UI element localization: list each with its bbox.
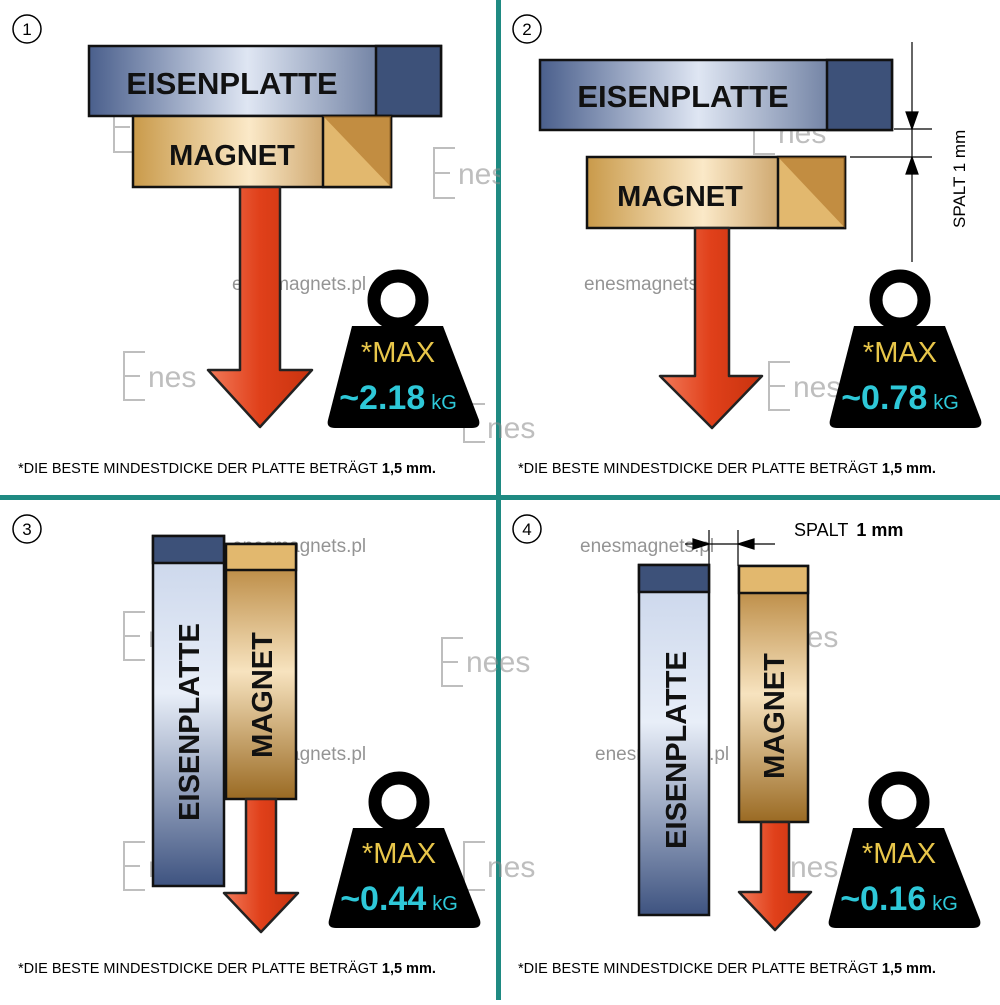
panel-2: nes nes nes enesmagnets.pl 2 EISENPLATTE: [484, 0, 1000, 500]
magnet: MAGNET: [585, 155, 847, 230]
step-number: 1: [22, 20, 31, 39]
magnet: MAGNET: [224, 542, 298, 801]
logo-watermark: nes: [463, 841, 535, 891]
panel-1-figure: nes nes nes nes enesmagnets.pl 1 EISENP: [12, 14, 535, 477]
gap-dimension: [850, 42, 932, 262]
svg-text:nes: nes: [790, 851, 838, 884]
svg-text:nes: nes: [487, 412, 500, 445]
magnet: MAGNET: [737, 564, 810, 824]
url-watermark: enesmagnets.pl: [580, 536, 714, 557]
svg-text:nes: nes: [466, 646, 500, 679]
step-number-circle: [512, 514, 542, 544]
magnet-label: MAGNET: [169, 140, 295, 172]
vertical-divider: [496, 0, 501, 1000]
step-number: 2: [522, 20, 531, 39]
plate-label: EISENPLATTE: [126, 66, 337, 101]
gap-label: SPALT 1 mm: [950, 130, 969, 228]
magnet-label: MAGNET: [247, 632, 279, 758]
force-arrow: [206, 185, 314, 429]
footnote: *DIE BESTE MINDESTDICKE DER PLATTE BETRÄ…: [518, 960, 936, 977]
plate-label: EISENPLATTE: [174, 623, 206, 821]
plate-label: EISENPLATTE: [661, 651, 693, 849]
panel-4: nes nes nes nes enesmagnets.pl enesmagne…: [479, 500, 1000, 1000]
footnote: *DIE BESTE MINDESTDICKE DER PLATTE BETRÄ…: [18, 460, 436, 477]
svg-text:nes: nes: [500, 646, 530, 679]
svg-text:nes: nes: [458, 158, 500, 191]
step-number: 4: [522, 520, 531, 539]
svg-text:nes: nes: [793, 371, 841, 404]
iron-plate: EISENPLATTE: [87, 44, 443, 118]
svg-text:nes: nes: [500, 851, 535, 884]
svg-text:nes: nes: [487, 851, 500, 884]
panel-1: nes nes nes nes enesmagnets.pl 1 EISENP: [0, 0, 535, 500]
step-number-circle: [512, 14, 542, 44]
footnote: *DIE BESTE MINDESTDICKE DER PLATTE BETRÄ…: [18, 960, 436, 977]
max-label: *MAX: [863, 337, 937, 369]
panel-4-figure: nes nes nes nes enesmagnets.pl enesmagne…: [479, 514, 981, 977]
magnet-label: MAGNET: [759, 653, 791, 779]
logo-watermark: nes: [484, 404, 535, 445]
svg-text:nes: nes: [148, 361, 196, 394]
max-label: *MAX: [362, 838, 436, 870]
logo-watermark: nes: [441, 637, 514, 687]
magnet-label: MAGNET: [617, 181, 743, 213]
step-number-circle: [12, 14, 42, 44]
footnote: *DIE BESTE MINDESTDICKE DER PLATTE BETRÄ…: [518, 460, 936, 477]
max-label: *MAX: [862, 838, 936, 870]
logo-watermark: nes: [479, 638, 530, 686]
step-number-circle: [12, 514, 42, 544]
logo-watermark: nes: [484, 842, 535, 890]
logo-watermark: nes: [433, 147, 506, 199]
gap-dimension: [685, 530, 775, 566]
plate-label: EISENPLATTE: [577, 79, 788, 114]
force-arrow: [222, 797, 300, 934]
iron-plate: EISENPLATTE: [637, 563, 711, 917]
panel-3: nes nes nes nes enesmagnets.pl enesmagne…: [0, 500, 535, 1000]
step-number: 3: [22, 520, 31, 539]
horizontal-divider: [0, 495, 1000, 500]
url-watermark: enesmagnets.pl: [584, 274, 718, 295]
iron-plate: EISENPLATTE: [538, 58, 894, 132]
logo-watermark: nes: [768, 361, 841, 411]
svg-text:nes: nes: [500, 412, 535, 445]
panel-2-figure: nes nes nes enesmagnets.pl 2 EISENPLATTE: [484, 14, 982, 477]
iron-plate: EISENPLATTE: [151, 534, 226, 888]
panel-3-figure: nes nes nes nes enesmagnets.pl enesmagne…: [12, 514, 535, 977]
max-label: *MAX: [361, 337, 435, 369]
force-arrow: [737, 820, 813, 932]
logo-watermark: nes: [123, 351, 196, 401]
magnet: MAGNET: [131, 114, 393, 189]
force-arrow: [658, 226, 764, 430]
